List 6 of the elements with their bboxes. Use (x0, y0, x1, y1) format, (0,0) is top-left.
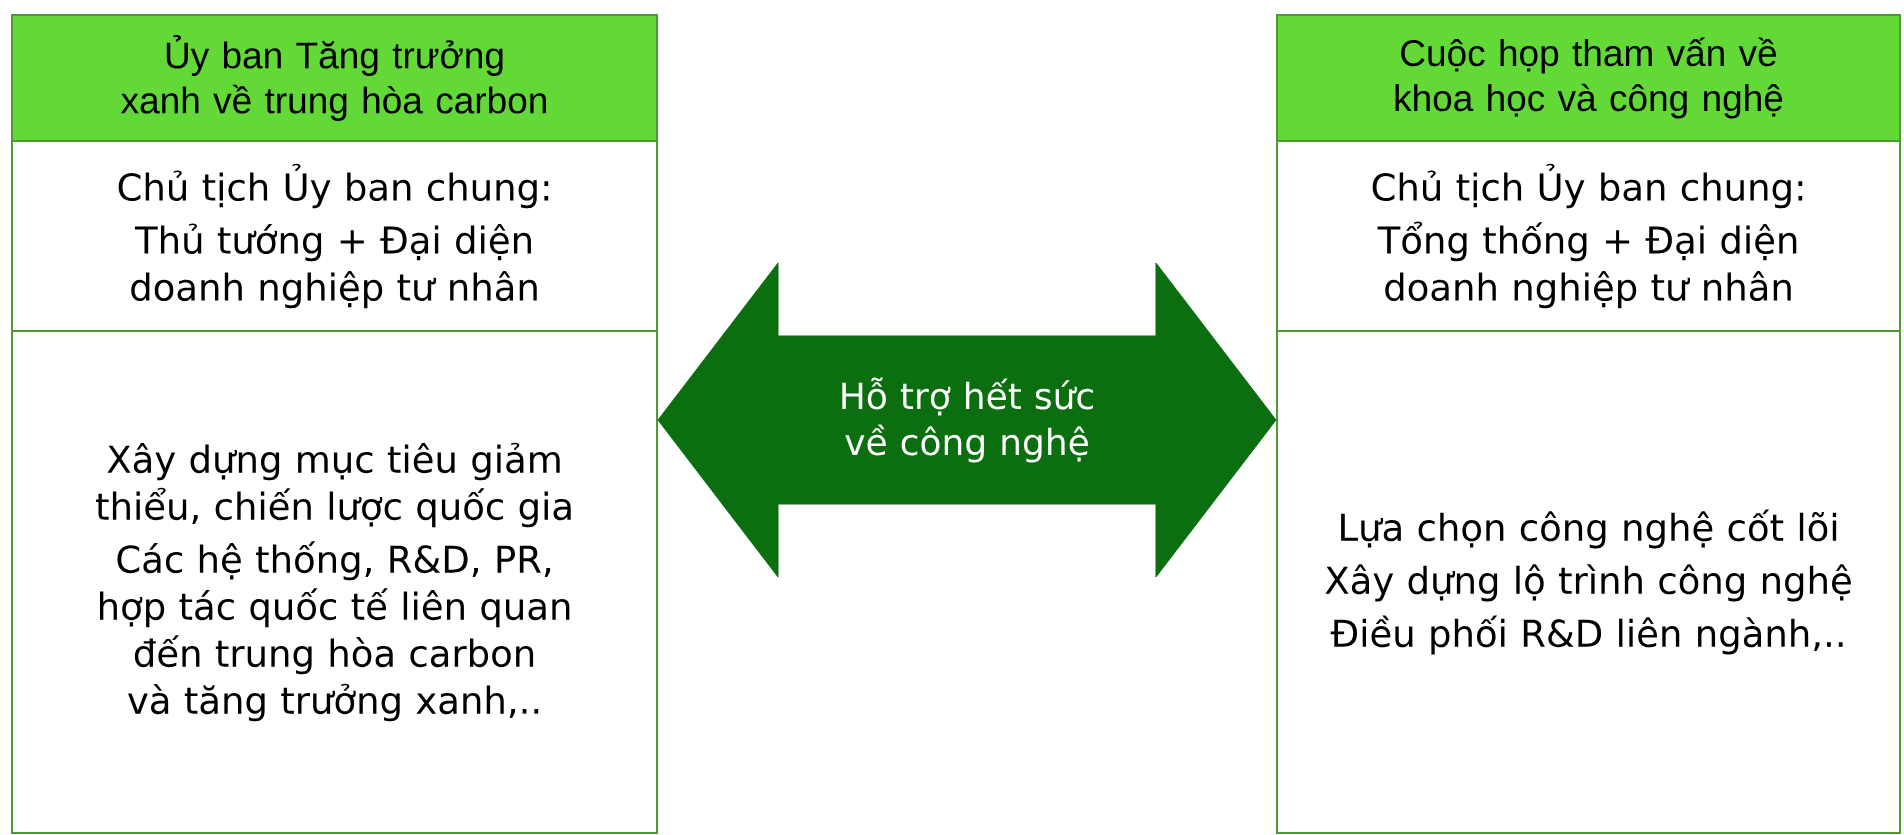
arrow-label: Hỗ trợ hết sức về công nghệ (842, 377, 1093, 463)
header-box: Cuộc họp tham vấn về khoa học và công nghệ (1276, 14, 1901, 142)
header-box: Ủy ban Tăng trưởng xanh về trung hòa carbon (11, 14, 658, 142)
chair-box: Chủ tịch Ủy ban chung: Tổng thống + Đại diện doanh nghiệp tư nhân (1276, 140, 1901, 332)
chair-box: Chủ tịch Ủy ban chung: Thủ tướng + Đại diện doanh nghiệp tư nhân (11, 140, 658, 332)
double-arrow (657, 262, 1277, 578)
